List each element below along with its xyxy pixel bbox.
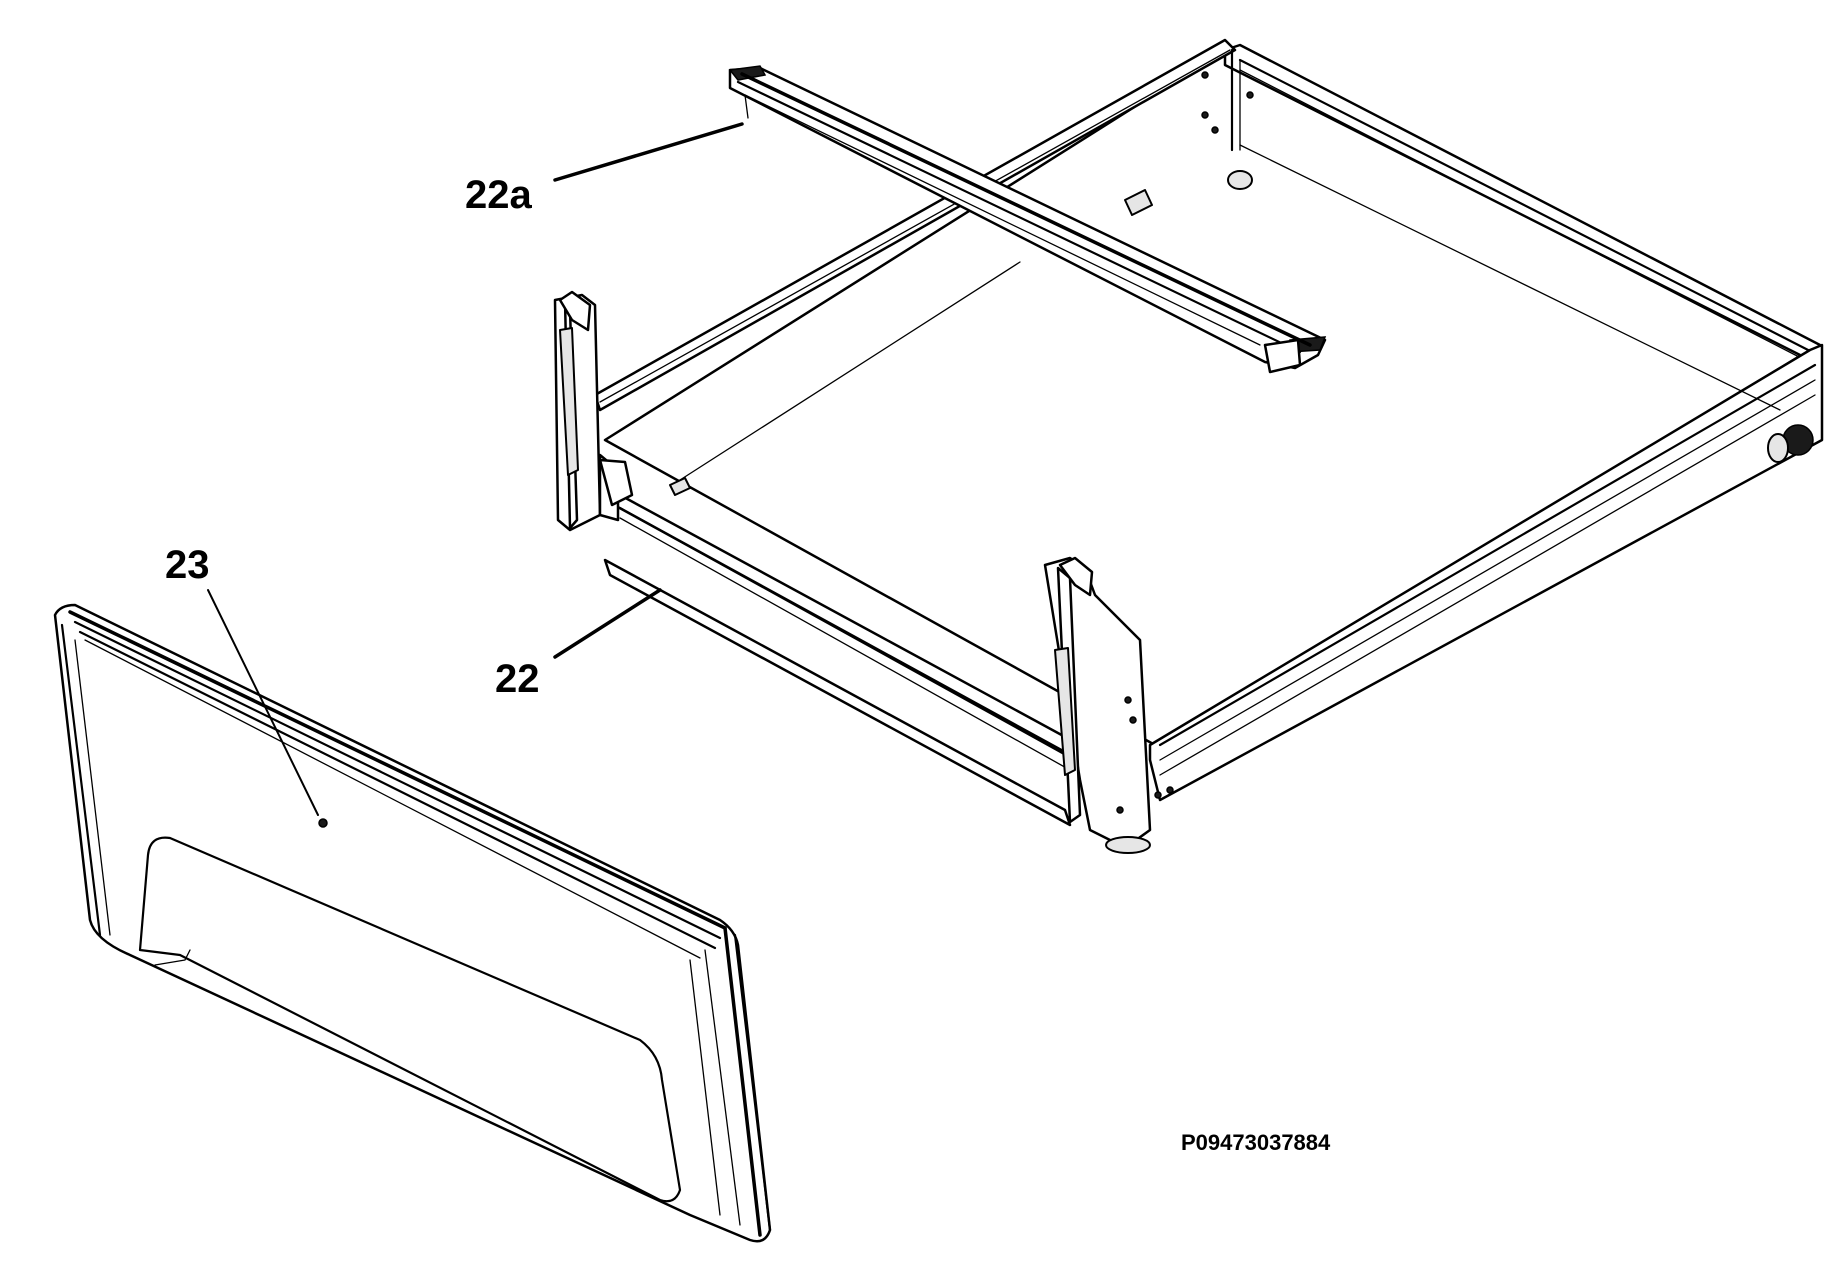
leader-22 [553,588,662,659]
leader-23 [207,589,319,816]
drawer-frame-part-22 [553,38,1824,854]
panel-recess [138,836,682,1203]
callout-22: 22 [495,657,540,701]
reference-code: P09473037884 [1181,1130,1331,1155]
cross-bar-part-22a [728,65,1327,374]
callout-22a: 22a [465,173,532,217]
front-panel-part-23 [53,603,772,1243]
right-bracket [1043,556,1174,854]
callout-23: 23 [165,543,210,587]
left-bracket [553,290,634,532]
drawer-floor-plate [603,48,1812,747]
leader-22a [553,122,744,182]
